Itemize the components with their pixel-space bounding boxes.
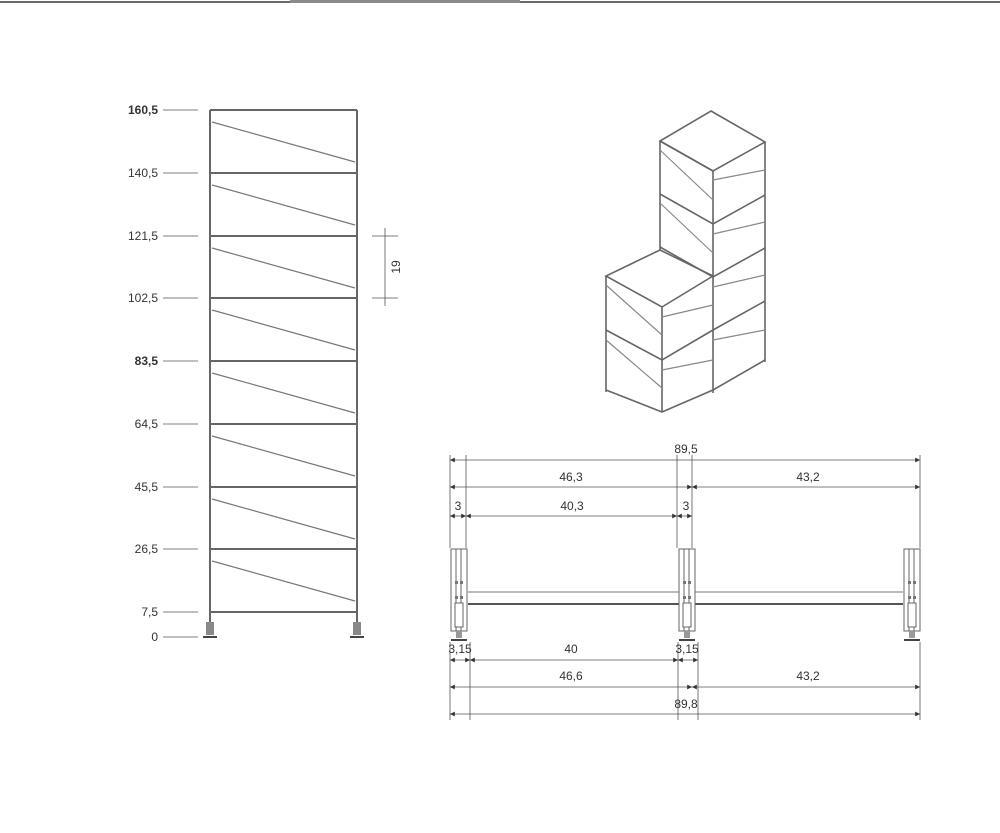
dimension-label: 46,6 <box>559 669 583 683</box>
level-label: 7,5 <box>141 605 158 619</box>
isometric-shelf-view <box>604 110 767 413</box>
level-label: 140,5 <box>128 166 158 180</box>
front-elevation: 160,5 140,5 121,5 102,5 83,5 64,5 45,5 26,5 7,5 0 <box>128 103 364 644</box>
dimension-label: 40,3 <box>560 499 584 513</box>
spacing-dimension: 19 <box>372 228 403 306</box>
top-scroll-indicator <box>290 0 520 3</box>
level-label: 64,5 <box>135 417 159 431</box>
post-section <box>450 548 468 641</box>
diagonal-brace <box>211 309 356 351</box>
dimension-label: 3 <box>683 499 690 513</box>
level-label: 121,5 <box>128 229 158 243</box>
dimension-label: 3 <box>455 499 462 513</box>
post-section <box>903 548 921 641</box>
diagonal-brace <box>211 435 356 477</box>
dimension-label: 46,3 <box>559 470 583 484</box>
diagonal-brace <box>211 560 356 602</box>
dimension-label: 43,2 <box>796 470 820 484</box>
dimension-label: 40 <box>564 642 578 656</box>
plan-view: 89,5 46,3 43,2 3 40,3 3 3,15 40 3,15 46,6 43,2 89,8 <box>448 442 921 720</box>
diagonal-brace <box>211 184 356 226</box>
dimension-label: 3,15 <box>675 642 699 656</box>
level-label: 0 <box>151 630 158 644</box>
foot <box>206 622 214 635</box>
diagonal-brace <box>211 121 356 163</box>
level-label: 26,5 <box>135 542 159 556</box>
post-section <box>678 548 696 641</box>
dimension-label: 3,15 <box>448 642 472 656</box>
diagonal-brace <box>211 498 356 540</box>
level-label: 45,5 <box>135 480 159 494</box>
diagonal-brace <box>211 372 356 414</box>
level-label: 102,5 <box>128 291 158 305</box>
dimension-label: 89,8 <box>674 697 698 711</box>
foot <box>353 622 361 635</box>
diagonal-brace <box>211 247 356 289</box>
spacing-label: 19 <box>389 260 403 274</box>
dimension-label: 89,5 <box>674 442 698 456</box>
level-label: 160,5 <box>128 103 158 117</box>
dimension-label: 43,2 <box>796 669 820 683</box>
level-label: 83,5 <box>135 354 159 368</box>
